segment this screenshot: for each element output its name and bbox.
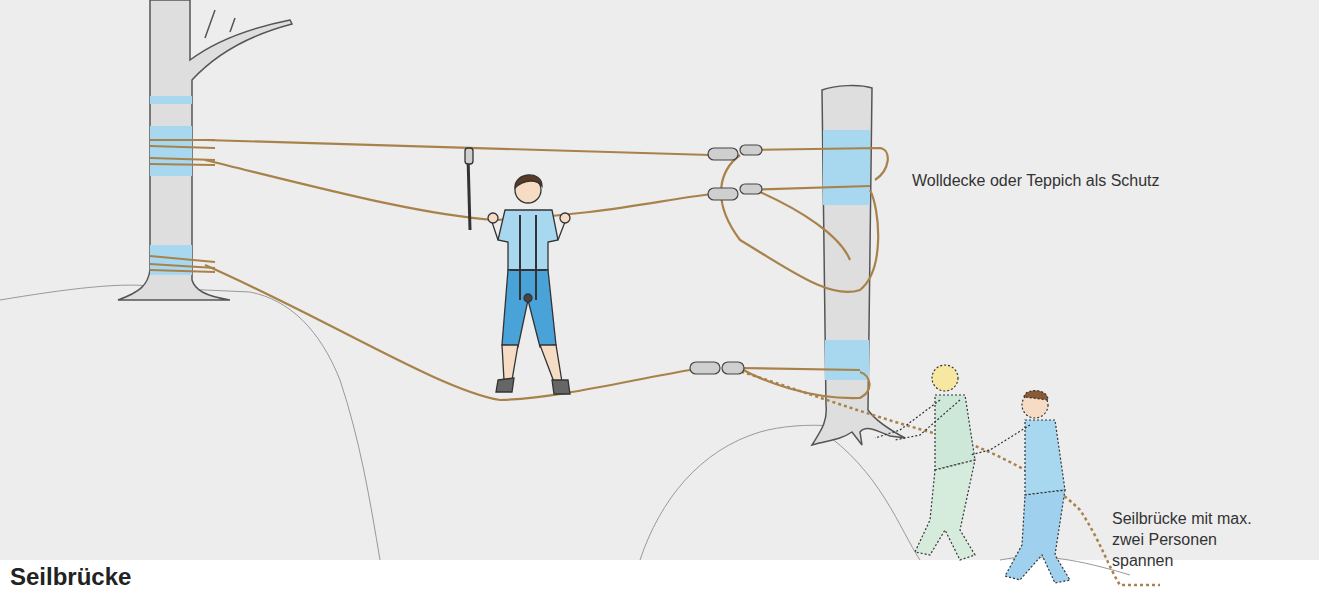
tension-rope [730, 368, 1160, 585]
bridge-ropes [205, 140, 888, 400]
carabiners [690, 145, 762, 374]
annotation-label: Seilbrücke mit max. zwei Personen spanne… [1112, 508, 1272, 571]
cliff-line [0, 285, 380, 560]
right-tree [812, 86, 905, 445]
cliff-line [640, 425, 830, 560]
pulling-people [875, 365, 1070, 583]
ground-line [820, 430, 1130, 575]
annotation-label: Wolldecke oder Teppich als Schutz [912, 170, 1242, 191]
diagram-title: Seilbrücke [10, 563, 131, 591]
person-on-bridge [465, 148, 570, 394]
left-tree [118, 0, 292, 300]
